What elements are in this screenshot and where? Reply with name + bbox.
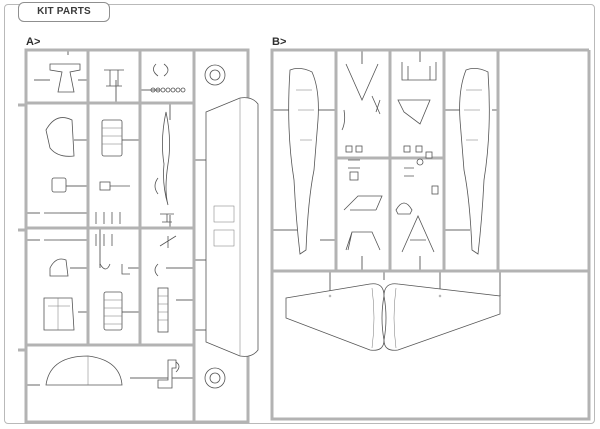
- page-frame: [4, 4, 595, 424]
- part-a-tailwheel: [157, 359, 177, 389]
- part-a-radiator: [103, 291, 123, 331]
- part-b-cowl-ring: [395, 202, 413, 215]
- part-b-fuselage-right: [459, 68, 490, 255]
- part-a-pegs: [95, 212, 121, 246]
- part-a-curve: [154, 177, 159, 195]
- part-b-gear-frame: [343, 195, 383, 211]
- part-b-wing-left: [285, 283, 385, 351]
- part-a-ring-chain: [150, 87, 186, 93]
- sprue-b-label: B>: [272, 36, 287, 48]
- part-a-block: [99, 181, 111, 191]
- part-a-curve-2: [154, 263, 159, 277]
- part-b-seat-frame: [401, 62, 437, 81]
- part-a-wheel-top: [204, 64, 226, 86]
- part-a-clip: [99, 263, 130, 275]
- section-title: KIT PARTS: [18, 2, 110, 22]
- sprue-b-frame: [270, 48, 591, 421]
- part-a-cockpit: [43, 297, 75, 331]
- part-a-cowl: [45, 117, 75, 157]
- part-b-wing-right: [383, 283, 501, 351]
- part-a-tailfin: [45, 355, 123, 386]
- part-a-engine: [101, 119, 123, 157]
- sprue-a-parts: [43, 63, 259, 389]
- sprue-b-parts: [285, 62, 501, 351]
- part-a-wing-panel: [205, 97, 259, 357]
- part-a-strut: [160, 213, 174, 223]
- part-b-gear-leg: [345, 231, 381, 251]
- part-b-small-parts: [345, 145, 439, 195]
- part-a-canopy-frame: [49, 63, 81, 93]
- part-b-fuselage-left: [288, 68, 319, 255]
- part-a-spinner: [49, 258, 69, 277]
- part-b-small-curve: [341, 109, 346, 131]
- part-b-aframe: [401, 215, 435, 253]
- part-b-bracket: [397, 99, 431, 125]
- part-a-bracket: [104, 69, 124, 87]
- part-b-vstrut: [345, 63, 379, 101]
- part-a-wheel-bottom: [204, 367, 226, 389]
- part-a-hook: [153, 63, 169, 77]
- part-a-angle: [159, 235, 177, 248]
- part-b-small-strut: [371, 95, 381, 115]
- part-a-box: [51, 177, 67, 193]
- sprue-a-label: A>: [26, 36, 41, 48]
- part-a-propeller: [162, 111, 170, 206]
- part-a-exhaust: [157, 287, 169, 333]
- sprue-a-gates: [26, 50, 206, 386]
